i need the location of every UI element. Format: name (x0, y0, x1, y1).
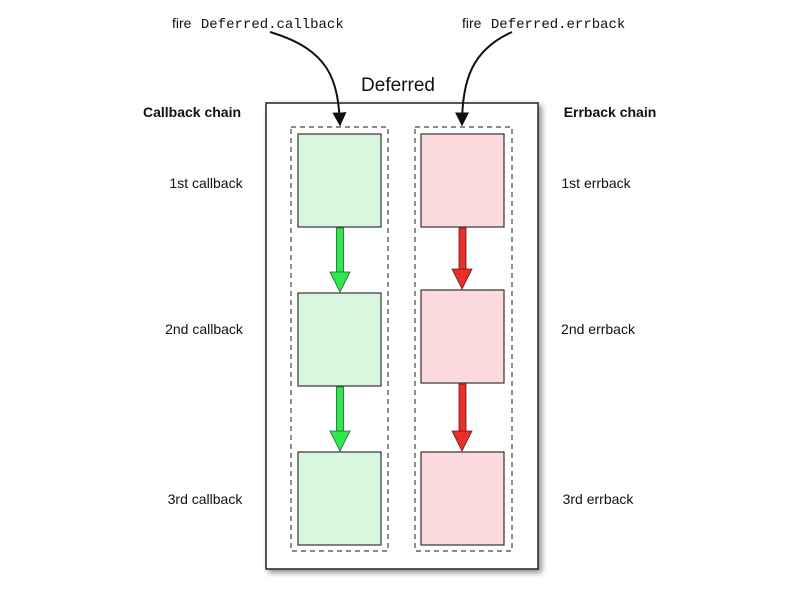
deferred-title: Deferred (361, 75, 435, 96)
errback-arrow-2 (451, 383, 473, 452)
fire-callback-label: fire Deferred.callback (172, 15, 344, 33)
callback-box-3 (297, 451, 382, 546)
callback-label-3: 3rd callback (168, 491, 244, 507)
errback-label-3: 3rd errback (563, 491, 635, 507)
callback-arrow-1 (329, 227, 351, 293)
errback-label-1: 1st errback (561, 175, 631, 191)
callback-arrow-2 (329, 386, 351, 452)
errback-box-2 (420, 289, 505, 384)
callback-label-1: 1st callback (169, 175, 243, 191)
fire-callback-arrow (269, 31, 347, 127)
errback-label-2: 2nd errback (561, 321, 636, 337)
callback-box-2 (297, 292, 382, 387)
errback-box-1 (420, 133, 505, 228)
errback-box-3 (420, 451, 505, 546)
errback-arrow-1 (451, 227, 473, 290)
fire-errback-label: fire Deferred.errback (462, 15, 625, 33)
callback-box-1 (297, 133, 382, 228)
callback-chain-header: Callback chain (143, 104, 241, 120)
callback-label-2: 2nd callback (165, 321, 244, 337)
errback-chain-header: Errback chain (564, 104, 657, 120)
callback-chain-outline (290, 126, 389, 552)
fire-errback-arrow (455, 31, 513, 127)
errback-chain-outline (414, 126, 513, 552)
